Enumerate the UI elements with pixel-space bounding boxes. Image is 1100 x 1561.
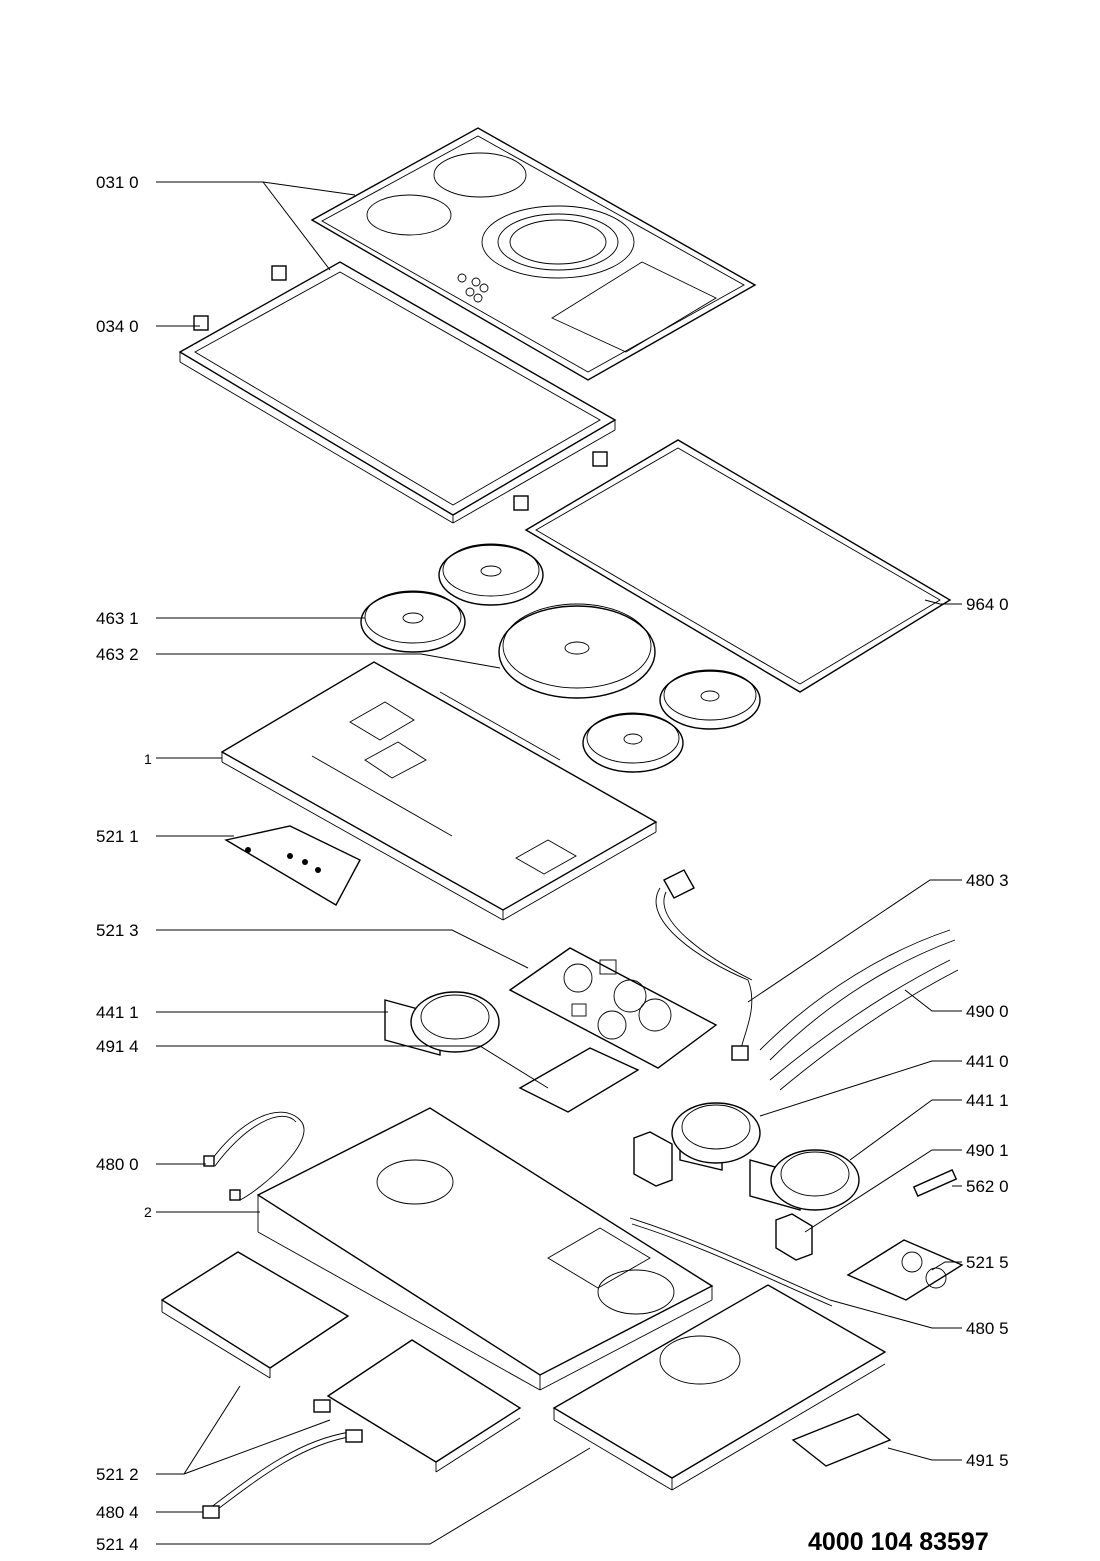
- label-521-4: 521 4: [96, 1535, 139, 1554]
- label-031-0: 031 0: [96, 173, 139, 192]
- label-480-4: 480 4: [96, 1503, 139, 1522]
- label-480-5: 480 5: [966, 1319, 1009, 1338]
- document-number: 4000 104 83597: [808, 1528, 989, 1556]
- label-521-5: 521 5: [966, 1253, 1009, 1272]
- power-modules: [160, 1239, 964, 1491]
- label-480-3: 480 3: [966, 871, 1009, 890]
- small-boards: [518, 1047, 892, 1467]
- label-441-1-right: 441 1: [966, 1091, 1009, 1110]
- control-board-part: [224, 825, 361, 906]
- frame-part: [178, 261, 617, 524]
- label-441-0: 441 0: [966, 1052, 1009, 1071]
- support-plate-part: [220, 661, 658, 921]
- label-463-1: 463 1: [96, 609, 139, 628]
- label-491-5: 491 5: [966, 1451, 1009, 1470]
- label-964-0: 964 0: [966, 595, 1009, 614]
- misc-parts: [633, 1131, 958, 1261]
- label-2: 2: [144, 1204, 152, 1220]
- part-labels: 031 0 034 0 463 1 463 2 1 521 1 521 3 44…: [96, 173, 1009, 1554]
- label-521-2: 521 2: [96, 1465, 139, 1484]
- power-board-part: [508, 947, 718, 1069]
- gasket-part: [524, 439, 952, 693]
- induction-coils: [360, 543, 761, 773]
- label-521-3: 521 3: [96, 921, 139, 940]
- leader-lines: [156, 181, 962, 1545]
- fans: [384, 991, 860, 1211]
- cables: [202, 869, 959, 1519]
- label-480-0: 480 0: [96, 1155, 139, 1174]
- label-490-0: 490 0: [966, 1002, 1009, 1021]
- label-491-4: 491 4: [96, 1037, 139, 1056]
- label-1: 1: [144, 751, 152, 767]
- label-463-2: 463 2: [96, 645, 139, 664]
- label-034-0: 034 0: [96, 317, 139, 336]
- glass-top-part: [310, 127, 757, 381]
- label-441-1-left: 441 1: [96, 1003, 139, 1022]
- label-521-1: 521 1: [96, 827, 139, 846]
- label-490-1: 490 1: [966, 1141, 1009, 1160]
- bottom-housing-part: [256, 1107, 714, 1391]
- label-562-0: 562 0: [966, 1177, 1009, 1196]
